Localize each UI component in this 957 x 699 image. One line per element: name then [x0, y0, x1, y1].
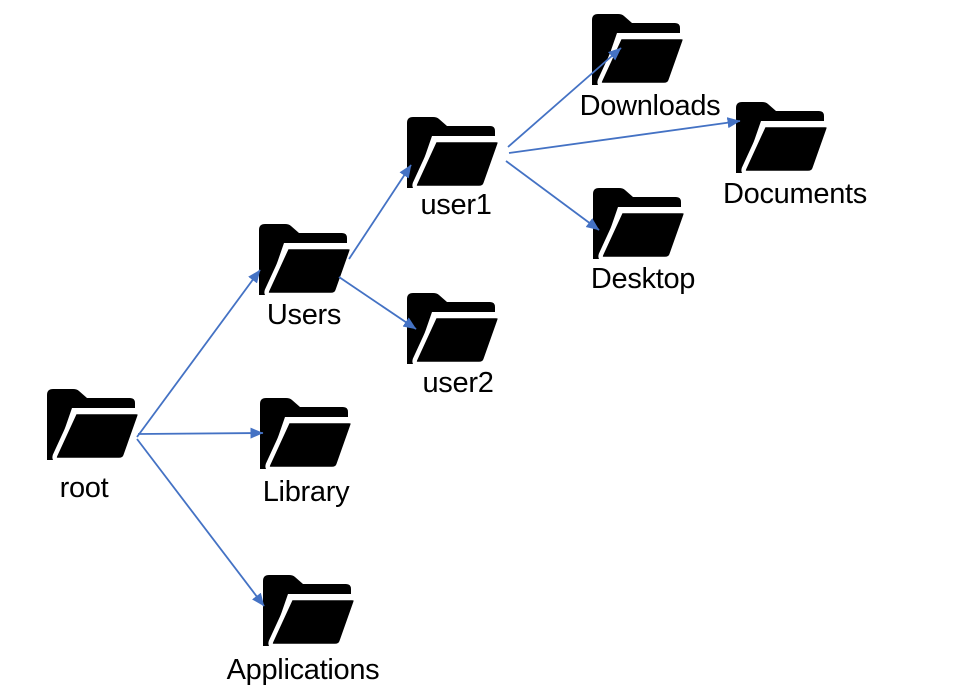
- folder-label-applications: Applications: [226, 654, 380, 686]
- folder-label-users: Users: [266, 299, 342, 331]
- arrow-user1-to-documents: [508, 117, 741, 154]
- folder-label-root: root: [59, 472, 109, 504]
- folder-label-downloads: Downloads: [579, 90, 721, 122]
- folder-icon-user1: [400, 110, 504, 190]
- folder-icon-users: [252, 217, 356, 297]
- folder-label-user2: user2: [422, 367, 494, 399]
- folder-icon-desktop: [586, 181, 690, 261]
- folder-icon-documents: [729, 95, 833, 175]
- folder-icon-user2: [400, 286, 504, 366]
- folder-label-desktop: Desktop: [590, 263, 696, 295]
- arrow-root-to-applications: [136, 438, 265, 607]
- folder-label-user1: user1: [420, 189, 492, 221]
- folder-icon-downloads: [585, 7, 689, 87]
- arrow-root-to-library: [137, 427, 264, 439]
- folder-label-library: Library: [262, 476, 350, 508]
- folder-icon-root: [40, 382, 144, 462]
- folder-icon-library: [253, 391, 357, 471]
- folder-icon-applications: [256, 568, 360, 648]
- arrow-root-to-users: [136, 269, 261, 438]
- folder-label-documents: Documents: [723, 178, 867, 210]
